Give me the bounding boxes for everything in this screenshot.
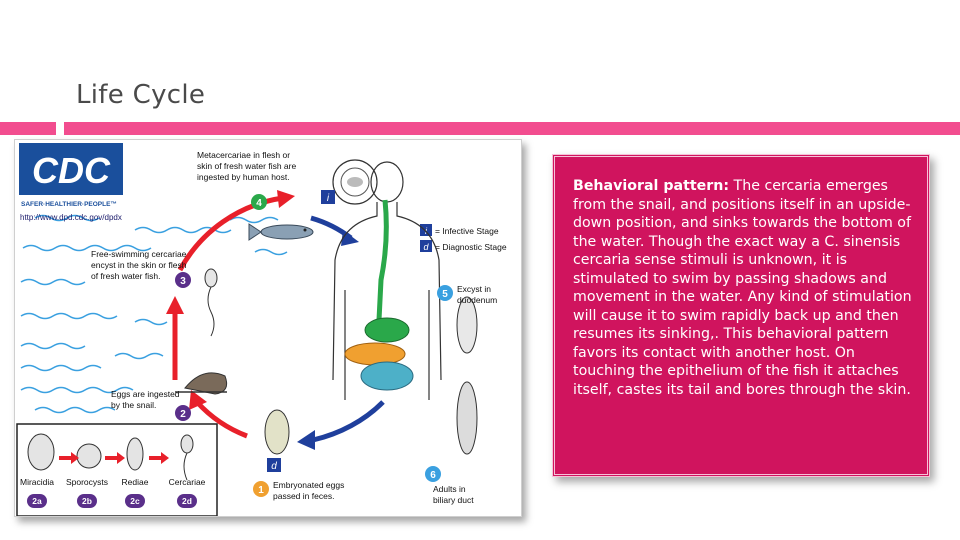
life-cycle-diagram: CDC SAFER·HEALTHIER·PEOPLE™ http://www.d… xyxy=(16,143,507,516)
step-4-line-1: Metacercariae in flesh or xyxy=(197,150,290,160)
behavioral-pattern-body: The cercaria emerges from the snail, and… xyxy=(573,178,912,398)
cdc-logo: CDC SAFER·HEALTHIER·PEOPLE™ xyxy=(19,143,123,208)
snail-stages-inset: Miracidia Sporocysts Rediae Cercariae 2a… xyxy=(16,423,218,516)
step-4: Metacercariae in flesh or skin of fresh … xyxy=(197,150,296,210)
cdc-logo-text: CDC xyxy=(32,150,111,191)
stage-2d-label: Cercariae xyxy=(169,477,206,487)
stomach-illustration xyxy=(364,317,410,343)
excysted-larva-illustration xyxy=(456,296,478,354)
stage-2b-code: 2b xyxy=(82,496,92,506)
adult-fluke-illustration xyxy=(456,381,478,455)
step-1-line-1: Embryonated eggs xyxy=(273,480,344,490)
life-cycle-figure: CDC SAFER·HEALTHIER·PEOPLE™ http://www.d… xyxy=(14,139,522,517)
egg-illustration xyxy=(264,409,290,455)
step-6-line-2: biliary duct xyxy=(433,495,474,505)
step-5: 5 Excyst in duodenum xyxy=(437,284,497,305)
step-1: 1 Embryonated eggs passed in feces. xyxy=(253,480,344,501)
step-5-line-2: duodenum xyxy=(457,295,497,305)
legend: i = Infective Stage d = Diagnostic Stage xyxy=(420,224,507,252)
step-2-number: 2 xyxy=(180,409,186,420)
step-6: 6 Adults in biliary duct xyxy=(425,466,474,505)
step-3-line-2: encyst in the skin or flesh xyxy=(91,260,187,270)
digestive-tract-illustration xyxy=(376,199,389,321)
stage-2d-code: 2d xyxy=(182,496,192,506)
fish-illustration xyxy=(248,223,314,241)
stage-2c-code: 2c xyxy=(130,496,140,506)
step-3-number: 3 xyxy=(180,276,186,287)
infective-marker-fish xyxy=(321,190,335,204)
behavioral-pattern-box: Behavioral pattern: The cercaria emerges… xyxy=(552,154,930,477)
diagnostic-marker-egg xyxy=(267,458,281,472)
cercaria-illustration xyxy=(204,268,218,337)
step-2-line-1: Eggs are ingested xyxy=(111,389,180,399)
step-4-line-3: ingested by human host. xyxy=(197,172,290,182)
legend-infective-marker: i xyxy=(425,226,428,236)
intestine-illustration xyxy=(360,361,414,391)
accent-rule-left xyxy=(0,122,56,135)
stage-2b-label: Sporocysts xyxy=(66,477,108,487)
step-4-number: 4 xyxy=(256,198,262,209)
cdc-tagline: SAFER·HEALTHIER·PEOPLE™ xyxy=(21,201,117,208)
step-5-number: 5 xyxy=(442,289,448,300)
step-2-line-2: by the snail. xyxy=(111,400,156,410)
step-2: Eggs are ingested by the snail. 2 xyxy=(111,389,191,421)
cdc-url: http://www.dpd.cdc.gov/dpdx xyxy=(20,213,122,222)
step-1-line-2: passed in feces. xyxy=(273,491,334,501)
legend-diagnostic-label: = Diagnostic Stage xyxy=(435,242,507,252)
infective-marker-fish-letter: i xyxy=(327,193,330,204)
liver-illustration xyxy=(344,342,406,366)
step-3-line-1: Free-swimming cercariae xyxy=(91,249,187,259)
step-6-number: 6 xyxy=(430,470,436,481)
diagnostic-marker-egg-letter: d xyxy=(271,461,277,472)
stage-2a-code: 2a xyxy=(32,496,42,506)
step-5-line-1: Excyst in xyxy=(457,284,491,294)
accent-rule-right xyxy=(64,122,960,135)
behavioral-pattern-lead: Behavioral pattern: xyxy=(573,178,730,194)
stage-2c-label: Rediae xyxy=(122,477,149,487)
step-1-number: 1 xyxy=(258,485,264,496)
behavioral-pattern-text: Behavioral pattern: The cercaria emerges… xyxy=(573,177,913,399)
step-3: Free-swimming cercariae encyst in the sk… xyxy=(91,249,191,288)
metacercaria-illustration xyxy=(332,159,378,205)
step-4-line-2: skin of fresh water fish are xyxy=(197,161,296,171)
step-6-line-1: Adults in xyxy=(433,484,466,494)
legend-infective-label: = Infective Stage xyxy=(435,226,499,236)
slide-title: Life Cycle xyxy=(76,80,206,110)
legend-diagnostic-marker: d xyxy=(423,242,429,252)
cycle-arrows xyxy=(166,190,385,450)
step-3-line-3: of fresh water fish. xyxy=(91,271,160,281)
snail-illustration xyxy=(175,372,228,395)
stage-2a-label: Miracidia xyxy=(20,477,54,487)
